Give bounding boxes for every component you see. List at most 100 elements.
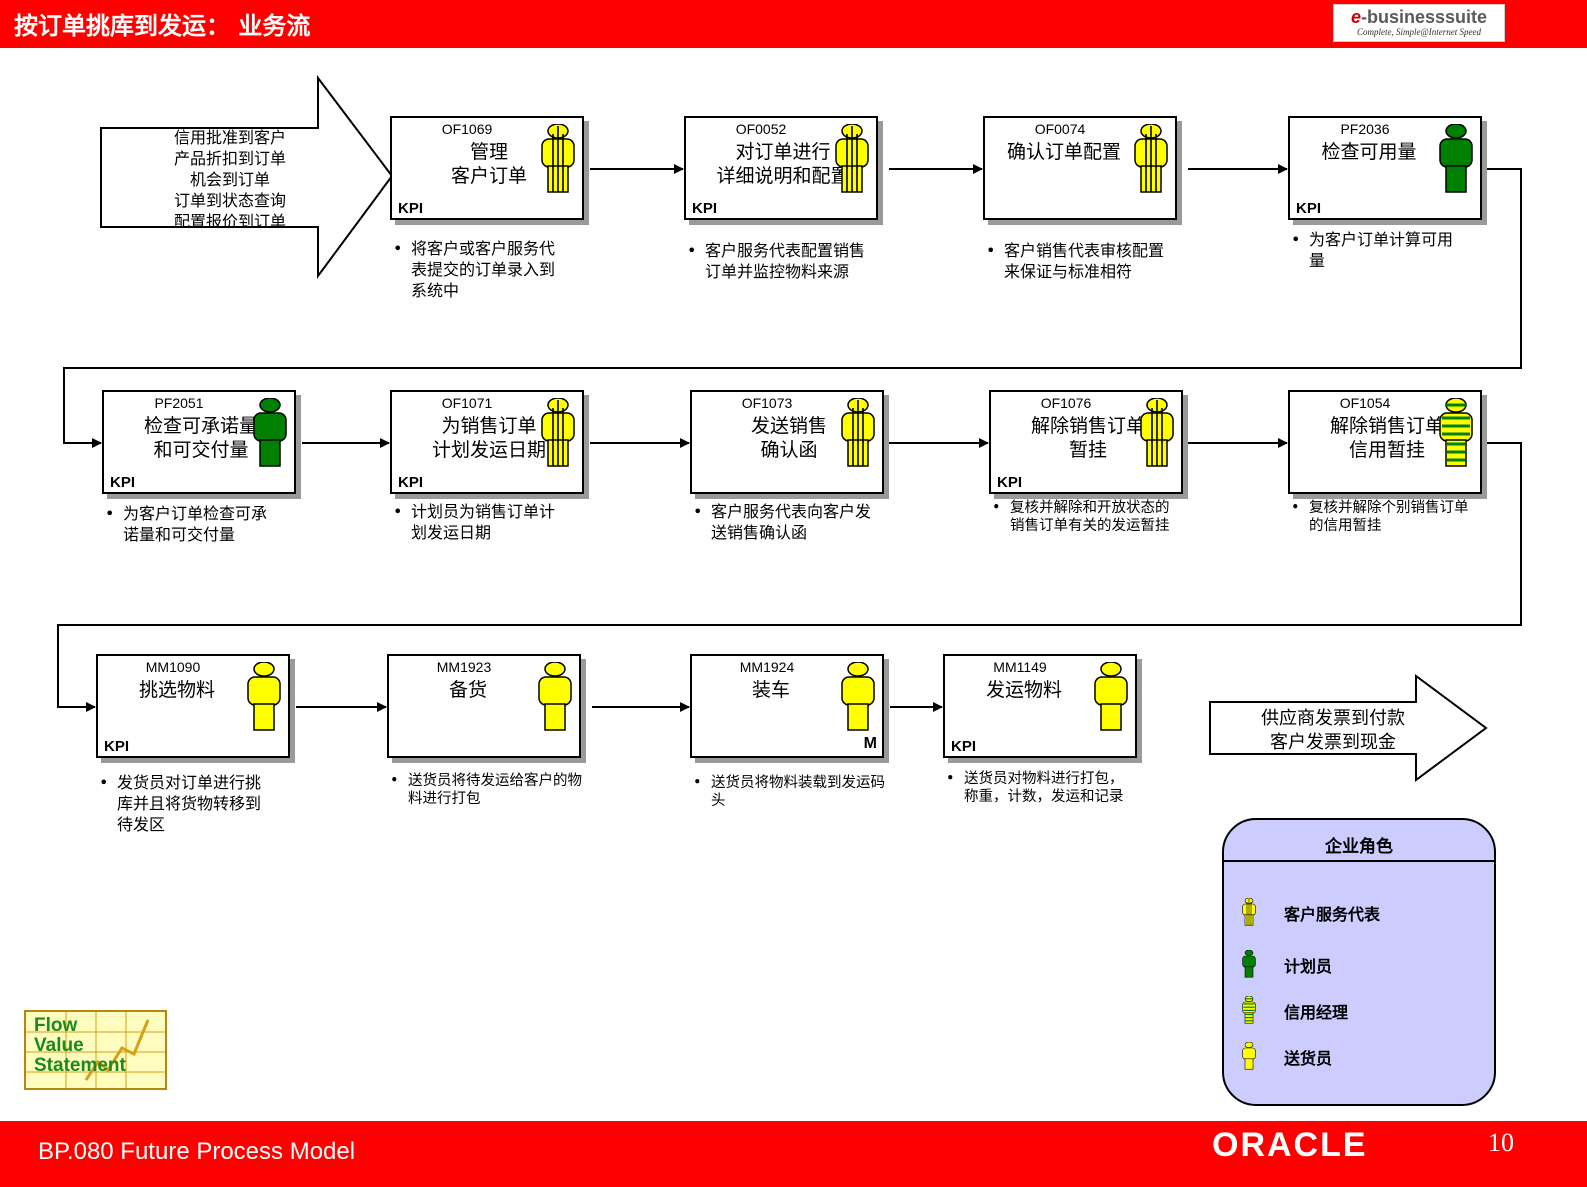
legend-divider [1224,860,1494,862]
inflow-line: 机会到订单 [189,170,270,189]
flow-value-statement-logo: Flow Value Statement [24,1010,167,1090]
step-name-line: 发送销售 [750,415,827,437]
csr-role-icon [1133,124,1169,194]
step-name-line: 挑选物料 [138,679,215,701]
step-name-line: 对订单进行 [735,141,831,163]
step-name-line: 为销售订单 [441,415,537,437]
process-step-box: MM1923 备货 [387,654,581,758]
step-code: MM1923 [436,659,492,675]
credit-role-icon [1438,398,1474,468]
step-name-line: 装车 [751,679,790,701]
footer-bar [0,1121,1587,1187]
step-name: 检查可用量 [1294,140,1444,164]
description-line: 送货员将待发运给客户的物 [408,773,582,789]
legend-label: 信用经理 [1284,1003,1349,1022]
step-name-line: 确认函 [760,439,818,461]
step-name-line: 详细说明和配置 [716,165,850,187]
kpi-label: KPI [951,738,977,755]
fvs-line-3: Statement [34,1055,126,1076]
step-name: 备货 [393,678,543,702]
kpi-label: KPI [997,474,1023,491]
description-line: 称重，计数，发运和记录 [964,789,1124,805]
step-name-line: 确认订单配置 [1006,141,1121,163]
description-line: 送货员对物料进行打包， [964,771,1124,787]
header-bar [0,0,1587,48]
planner-role-icon [1438,124,1474,194]
step-code: OF0052 [735,121,787,137]
step-description: •计划员为销售订单计划发运日期 [393,501,593,543]
legend-label: 客户服务代表 [1284,905,1381,924]
step-code: MM1090 [145,659,201,675]
step-name: 对订单进行详细说明和配置 [690,140,876,188]
step-description: •为客户订单检查可承诺量和可交付量 [105,503,305,545]
step-description: •客户服务代表配置销售订单并监控物料来源 [687,240,902,282]
bullet-icon: • [1291,230,1301,249]
delivery-role-icon [840,662,876,732]
step-code: OF1076 [1040,395,1092,411]
planner-role-icon [1238,950,1260,978]
process-step-box: OF1076 解除销售订单暂挂 KPI [989,390,1183,494]
step-name: 为销售订单计划发运日期 [396,414,582,462]
ebs-logo-e: e [1350,7,1361,27]
description-line: 客户服务代表配置销售 [705,241,866,260]
credit-role-icon [1238,996,1260,1024]
bullet-icon: • [687,241,697,260]
step-name: 解除销售订单信用暂挂 [1294,414,1480,462]
step-code: OF1071 [441,395,493,411]
ebusinesssuite-logo: e-businesssuite Complete, Simple@Interne… [1333,4,1505,42]
step-name-line: 解除销售订单 [1030,415,1145,437]
delivery-role-icon [537,662,573,732]
connector-9 [57,442,1522,712]
step-name-line: 暂挂 [1068,439,1107,461]
step-code: PF2051 [154,395,204,411]
bullet-icon: • [390,773,399,789]
step-description: •客户服务代表向客户发送销售确认函 [693,501,913,543]
step-name: 挑选物料 [102,678,252,702]
step-description: •为客户订单计算可用量 [1291,229,1491,271]
manual-flag: M [863,735,877,752]
description-line: 来保证与标准相符 [1004,262,1133,281]
outflow-line: 供应商发票到付款 [1261,708,1405,729]
legend-label: 计划员 [1284,957,1333,976]
step-description: •将客户或客户服务代表提交的订单录入到系统中 [393,238,593,301]
step-name-line: 发运物料 [985,679,1062,701]
csr-role-icon [540,124,576,194]
csr-role-icon [540,398,576,468]
inflow-line: 信用批准到客户 [173,128,286,147]
delivery-role-icon [1238,1042,1260,1070]
bullet-icon: • [946,771,955,787]
description-line: 客户服务代表向客户发 [711,502,872,521]
step-name-line: 客户订单 [450,165,527,187]
description-line: 复核并解除个别销售订单 [1309,500,1469,516]
description-line: 系统中 [411,281,460,300]
connector-4 [63,168,1522,448]
bullet-icon: • [105,504,115,523]
inflow-line: 订单到状态查询 [173,191,286,210]
step-name-line: 管理 [469,141,508,163]
kpi-label: KPI [110,474,136,491]
step-description: •客户销售代表审核配置来保证与标准相符 [986,240,1201,282]
legend-title: 企业角色 [1325,837,1393,857]
step-description: • 送货员对物料进行打包， 称重，计数，发运和记录 [946,770,1166,806]
fvs-line-1: Flow [34,1015,78,1036]
description-line: 料进行打包 [408,791,481,807]
step-name-line: 信用暂挂 [1348,439,1425,461]
step-description: •复核并解除和开放状态的销售订单有关的发运暂挂 [992,499,1212,535]
csr-role-icon [840,398,876,468]
bullet-icon: • [986,241,996,260]
description-line: 表提交的订单录入到 [411,260,556,279]
description-line: 发货员对订单进行挑 [117,773,262,792]
description-line: 量 [1309,251,1326,270]
step-name-line: 解除销售订单 [1329,415,1444,437]
description-line: 销售订单有关的发运暂挂 [1010,518,1170,534]
